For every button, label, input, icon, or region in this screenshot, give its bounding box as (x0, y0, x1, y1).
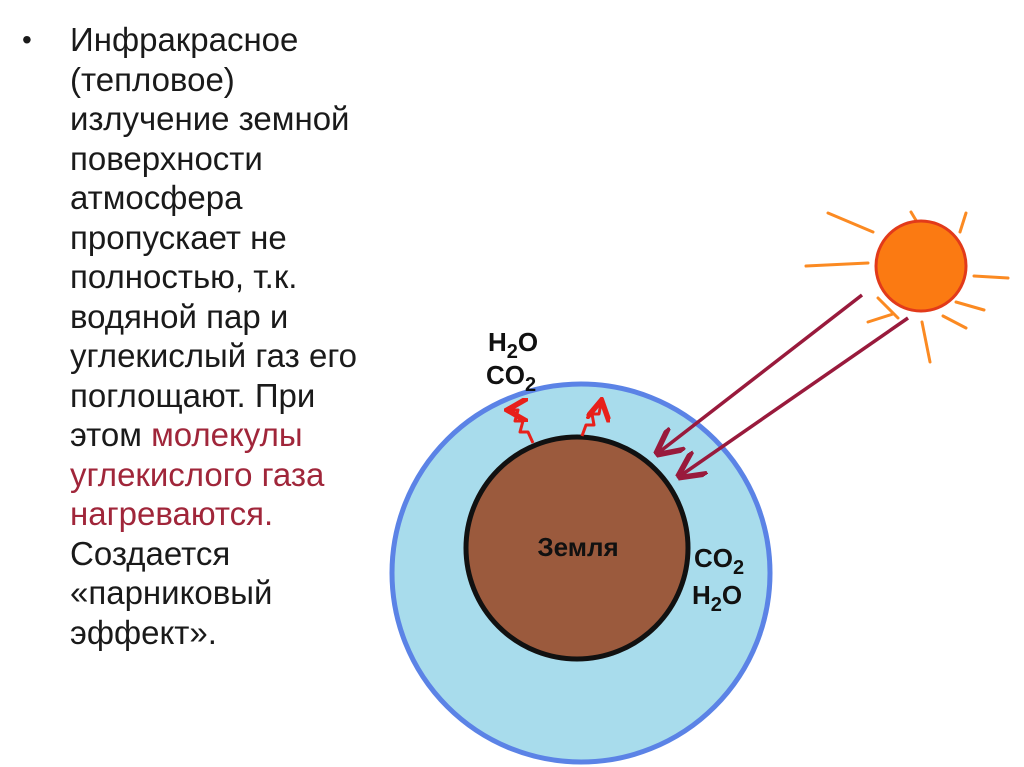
label-h2o-top: H2O (488, 327, 538, 363)
text-line-6: пропускает не (70, 218, 287, 256)
text-line-11: этом молекулы (70, 415, 432, 455)
earth-label: Земля (537, 532, 618, 562)
highlight-co2-gas: углекислого газа (70, 455, 325, 493)
slide-paragraph: Инфракрасное (тепловое) излучение земной… (70, 20, 432, 652)
text-line-16: эффект». (70, 613, 217, 651)
label-co2-right: CO2 (694, 543, 744, 579)
text-line-7: полностью, т.к. (70, 258, 298, 295)
text-line-9: углекислый газ его (70, 337, 357, 374)
text-line-2: (тепловое) (70, 60, 235, 98)
label-co2-top: CO2 (486, 360, 536, 396)
sunlight-arrows (658, 293, 909, 476)
heat-arrow-2 (580, 403, 601, 437)
heat-arrows (510, 403, 601, 444)
text-line-4: поверхности (70, 139, 263, 177)
text-line-15: «парниковый (70, 574, 273, 611)
text-line-14: Создается (70, 534, 231, 572)
highlight-molecules: молекулы (151, 416, 303, 453)
sunlight-arrow-2 (680, 316, 909, 476)
text-line-3: излучение земной (70, 100, 350, 137)
sunlight-arrow-1 (658, 293, 864, 453)
text-line-10: поглощают. При (70, 376, 316, 414)
heat-arrow-1 (510, 410, 535, 444)
text-line-5: атмосфера (70, 179, 243, 216)
text-line-1: Инфракрасное (70, 21, 299, 58)
earth-circle (463, 434, 691, 662)
text-line-11-prefix: этом (70, 416, 152, 453)
text-line-8: водяной пар и (70, 297, 289, 335)
label-h2o-right: H2O (692, 580, 742, 616)
slide-text-block: • Инфракрасное (тепловое) излучение земн… (12, 20, 432, 652)
sun-circle (874, 219, 968, 313)
sun-rays (804, 210, 1010, 364)
highlight-heating: нагреваются. (70, 495, 274, 532)
bullet-point: • (22, 24, 32, 55)
